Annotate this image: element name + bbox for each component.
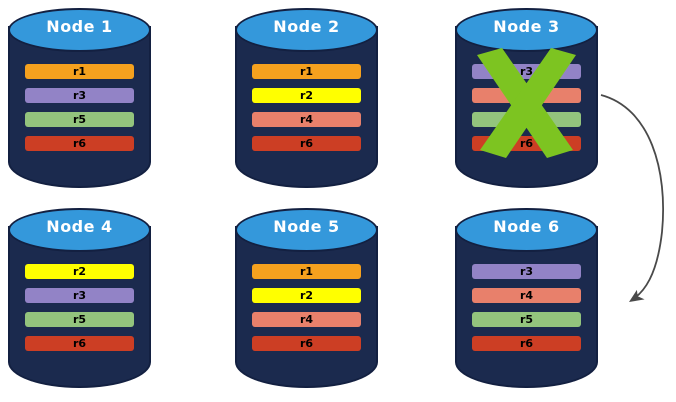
cylinder-body — [8, 226, 151, 388]
cylinder-body — [235, 226, 378, 388]
replica-bar[interactable]: r3 — [25, 88, 134, 103]
replica-bar[interactable]: r3 — [472, 64, 581, 79]
cylinder-top-ellipse — [235, 8, 378, 52]
replica-bar[interactable]: r6 — [25, 336, 134, 351]
replica-bar[interactable]: r4 — [472, 88, 581, 103]
replica-bar[interactable]: r6 — [472, 336, 581, 351]
cylinder-top-ellipse — [455, 208, 598, 252]
replica-bar[interactable]: r4 — [252, 112, 361, 127]
replica-bar[interactable]: r2 — [252, 88, 361, 103]
replica-bar[interactable]: r1 — [252, 64, 361, 79]
replica-list: r2 r3 r5 r6 — [25, 264, 134, 351]
replica-bar[interactable]: r5 — [472, 112, 581, 127]
replica-bar[interactable]: r4 — [472, 288, 581, 303]
cylinder-body — [235, 26, 378, 188]
replica-bar[interactable]: r1 — [252, 264, 361, 279]
replica-bar[interactable]: r3 — [25, 288, 134, 303]
replica-bar[interactable]: r5 — [25, 312, 134, 327]
replica-list: r3 r4 r5 r6 — [472, 264, 581, 351]
replica-bar[interactable]: r5 — [472, 312, 581, 327]
replica-bar[interactable]: r6 — [252, 136, 361, 151]
replica-bar[interactable]: r4 — [252, 312, 361, 327]
cylinder-top-ellipse — [8, 8, 151, 52]
replica-bar[interactable]: r5 — [25, 112, 134, 127]
cylinder-top-ellipse — [8, 208, 151, 252]
replica-bar[interactable]: r2 — [252, 288, 361, 303]
replica-list: r3 r4 r5 r6 — [472, 64, 581, 151]
cylinder-top-ellipse — [235, 208, 378, 252]
replica-bar[interactable]: r6 — [25, 136, 134, 151]
cylinder-top-ellipse — [455, 8, 598, 52]
replica-list: r1 r3 r5 r6 — [25, 64, 134, 151]
replica-bar[interactable]: r6 — [472, 136, 581, 151]
replica-bar[interactable]: r1 — [25, 64, 134, 79]
replica-list: r1 r2 r4 r6 — [252, 64, 361, 151]
migration-arrow — [600, 94, 664, 302]
replica-list: r1 r2 r4 r6 — [252, 264, 361, 351]
replica-bar[interactable]: r2 — [25, 264, 134, 279]
replica-bar[interactable]: r6 — [252, 336, 361, 351]
replica-bar[interactable]: r3 — [472, 264, 581, 279]
